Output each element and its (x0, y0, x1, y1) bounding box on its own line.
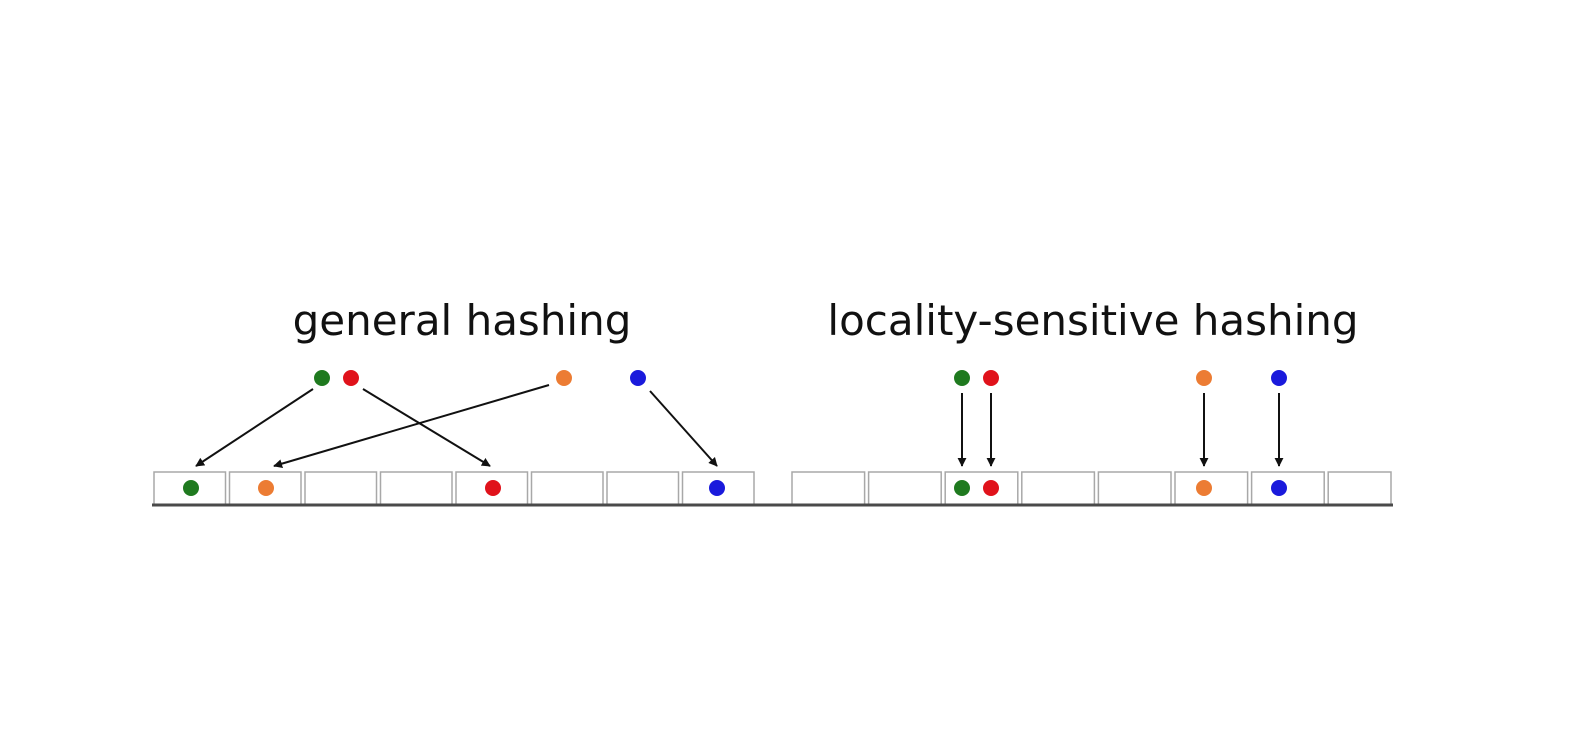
general-bucket-3 (379, 471, 453, 506)
lsh-input-point-green (954, 370, 970, 386)
lsh-bucket-3 (1021, 471, 1096, 506)
lsh-bucket-4 (1097, 471, 1172, 506)
lsh-stored-point-green (954, 480, 970, 496)
general-stored-points (183, 480, 725, 496)
lsh-bucket-6 (1250, 471, 1325, 506)
general-bucket-6 (606, 471, 680, 506)
lsh-input-point-blue (1271, 370, 1287, 386)
general-bucket-5 (530, 471, 604, 506)
general-arrow-green (195, 388, 314, 467)
general-stored-point-orange (258, 480, 274, 496)
lsh-input-points (954, 370, 1287, 386)
lsh-hash-table (791, 471, 1392, 506)
lsh-arrows (957, 393, 1284, 467)
lsh-title: locality-sensitive hashing (827, 296, 1358, 345)
general-hashing-panel: general hashing (153, 296, 755, 506)
general-input-point-blue (630, 370, 646, 386)
lsh-bucket-0 (791, 471, 866, 506)
general-hashing-title: general hashing (293, 296, 632, 345)
general-arrows (195, 384, 718, 469)
general-input-point-green (314, 370, 330, 386)
general-input-point-orange (556, 370, 572, 386)
general-stored-point-red (485, 480, 501, 496)
lsh-stored-point-red (983, 480, 999, 496)
general-bucket-2 (304, 471, 378, 506)
general-arrow-red (362, 388, 491, 467)
lsh-input-point-red (983, 370, 999, 386)
lsh-bucket-7 (1327, 471, 1392, 506)
general-arrow-blue (649, 390, 718, 467)
general-arrow-orange (273, 384, 550, 469)
lsh-input-point-orange (1196, 370, 1212, 386)
general-input-point-red (343, 370, 359, 386)
general-stored-point-green (183, 480, 199, 496)
lsh-stored-point-orange (1196, 480, 1212, 496)
general-hash-table (153, 471, 755, 506)
lsh-bucket-1 (867, 471, 942, 506)
general-stored-point-blue (709, 480, 725, 496)
lsh-panel: locality-sensitive hashing (791, 296, 1392, 506)
general-input-points (314, 370, 646, 386)
lsh-stored-point-blue (1271, 480, 1287, 496)
lsh-stored-points (954, 480, 1287, 496)
